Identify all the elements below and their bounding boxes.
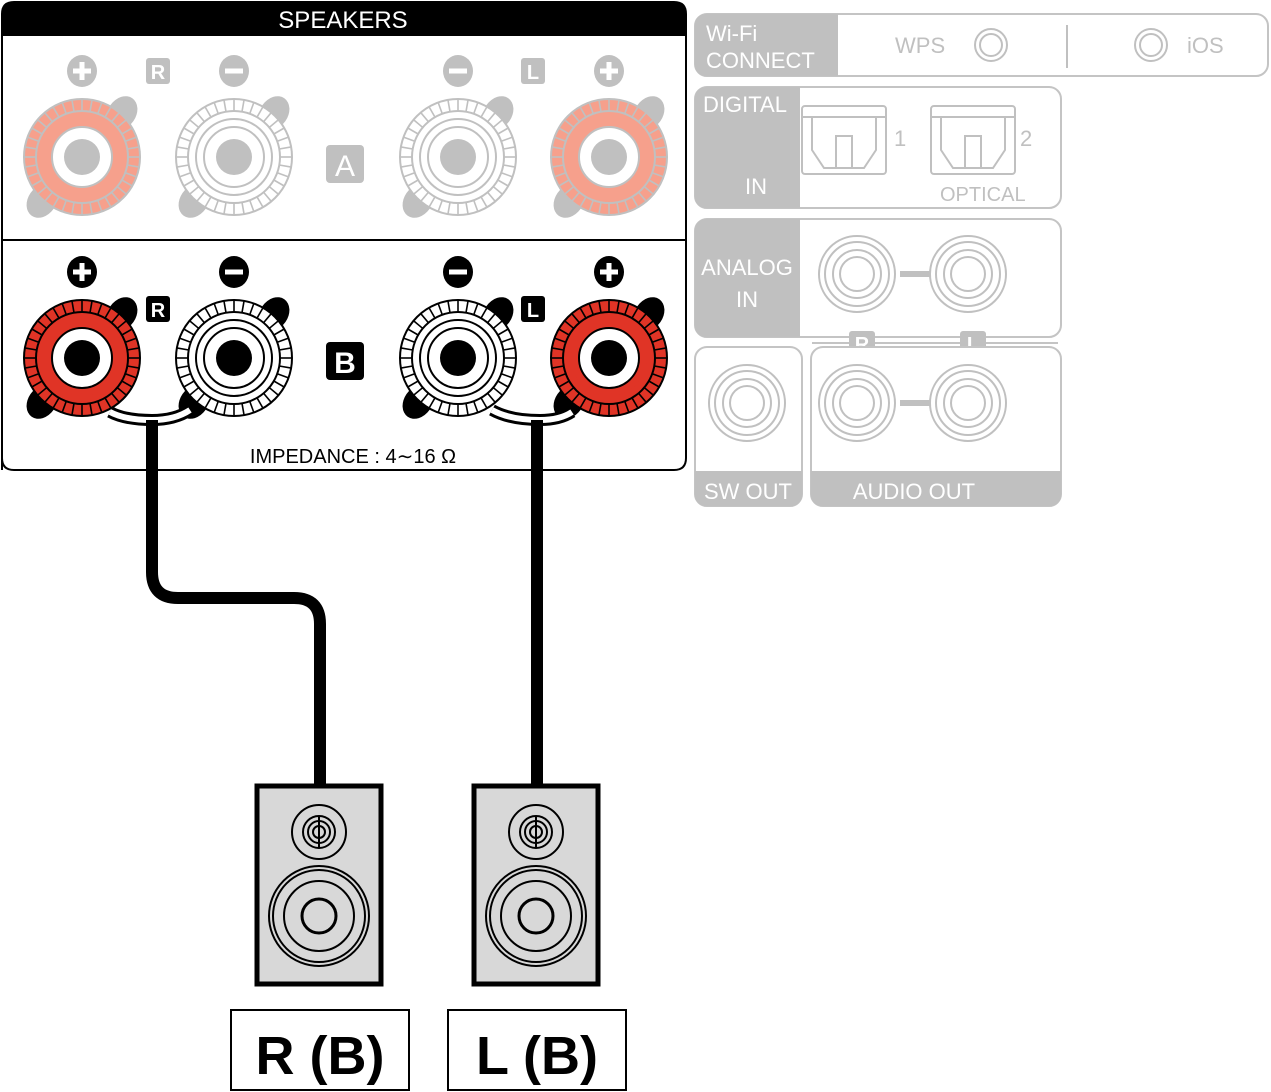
speakers-header: [2, 2, 686, 36]
audio-out-label: AUDIO OUT: [853, 479, 975, 504]
analog-in-left-jack-icon: [929, 235, 1007, 313]
analog-label: ANALOG: [701, 255, 793, 280]
wifi-connect-panel: Wi-Fi CONNECT WPS iOS: [694, 13, 1269, 77]
ios-button-icon: [1134, 28, 1168, 62]
set-a-right-positive-terminal: [23, 96, 141, 218]
terminal-post: [440, 139, 476, 175]
wps-button-icon: [974, 28, 1008, 62]
optical-port-2-icon: [930, 105, 1016, 175]
terminal-set-b: [23, 256, 668, 419]
right-speaker-cable: [146, 420, 326, 786]
terminal-post: [591, 340, 627, 376]
analog-in-right-jack-icon: [818, 235, 896, 313]
plus-icon: [594, 55, 624, 87]
terminal-post: [64, 340, 100, 376]
analog-in-label: IN: [736, 287, 758, 312]
right-speaker: R (B): [230, 783, 410, 1091]
tweeter-icon: [508, 804, 564, 860]
set-b-badge: [326, 342, 364, 380]
set-b-left-badge-text: L: [527, 300, 539, 322]
set-b-right-badge-text: R: [151, 300, 166, 322]
terminal-post: [216, 340, 252, 376]
set-a-right-badge: [146, 58, 170, 84]
optical-label: OPTICAL: [940, 184, 1026, 206]
left-speaker: L (B): [447, 783, 627, 1091]
minus-icon: [443, 256, 473, 288]
speakers: R (B) L (B): [230, 783, 627, 1091]
set-b-right-positive-terminal: [23, 297, 141, 419]
plus-icon: [67, 55, 97, 87]
set-b-labels: B R L IMPEDANCE : 4∼16 Ω: [146, 296, 545, 468]
set-b-right-badge: [146, 296, 170, 322]
optical-port-1-icon: [801, 105, 887, 175]
plus-icon: [67, 256, 97, 288]
terminal-post: [440, 340, 476, 376]
minus-icon: [219, 55, 249, 87]
speakers-title: SPEAKERS: [278, 7, 407, 34]
optical-port-2-label: 2: [1020, 126, 1032, 151]
speaker-label: L (B): [476, 1026, 598, 1086]
ios-label: iOS: [1187, 33, 1224, 58]
speaker-label-box: [447, 1009, 627, 1091]
woofer-icon: [485, 865, 587, 967]
terminal-set-a: [23, 55, 668, 218]
rca-jacks: [708, 235, 1007, 442]
digital-in-panel: DIGITAL IN 1 2 OPTICAL: [694, 86, 1062, 209]
terminal-post: [64, 139, 100, 175]
terminal-post: [591, 139, 627, 175]
optical-port-1-label: 1: [894, 126, 906, 151]
set-a-left-positive-terminal: [550, 96, 668, 218]
minus-icon: [443, 55, 473, 87]
set-a-left-badge-text: L: [527, 62, 539, 84]
audio-out-right-jack-icon: [818, 364, 896, 442]
set-b-left-negative-terminal: [399, 297, 517, 419]
audio-out-left-jack-icon: [929, 364, 1007, 442]
set-a-badge: [326, 145, 364, 183]
speaker-label-box: [230, 1009, 410, 1091]
set-b-left-positive-terminal: [550, 297, 668, 419]
wps-label: WPS: [895, 33, 945, 58]
digital-label: DIGITAL: [703, 92, 787, 117]
sw-out-jack-icon: [708, 364, 786, 442]
speaker-label: R (B): [256, 1026, 385, 1086]
set-b-label: B: [334, 347, 356, 380]
set-a-right-badge-text: R: [151, 62, 166, 84]
set-a-left-badge: [521, 58, 545, 84]
set-a-label: A: [335, 150, 355, 183]
speaker-cables: [107, 404, 576, 786]
set-a-right-negative-terminal: [175, 96, 293, 218]
set-b-left-badge: [521, 296, 545, 322]
wifi-label-line2: CONNECT: [706, 48, 815, 73]
digital-in-label: IN: [745, 174, 767, 199]
sw-out-label: SW OUT: [704, 479, 792, 504]
set-a-left-negative-terminal: [399, 96, 517, 218]
wifi-label-line1: Wi-Fi: [706, 21, 757, 46]
terminal-post: [216, 139, 252, 175]
tweeter-icon: [291, 804, 347, 860]
set-b-right-negative-terminal: [175, 297, 293, 419]
impedance-label: IMPEDANCE : 4∼16 Ω: [250, 446, 456, 468]
woofer-icon: [268, 865, 370, 967]
minus-icon: [219, 256, 249, 288]
plus-icon: [594, 256, 624, 288]
set-a-labels: A R L: [146, 58, 545, 183]
